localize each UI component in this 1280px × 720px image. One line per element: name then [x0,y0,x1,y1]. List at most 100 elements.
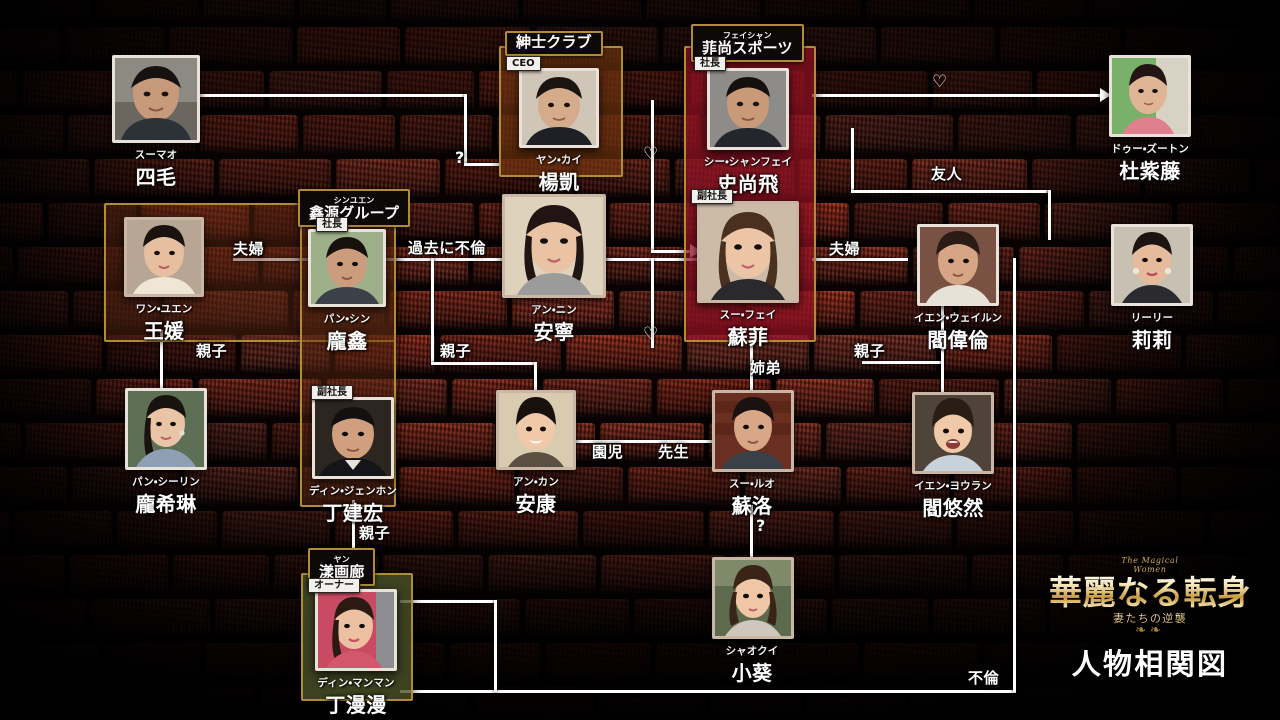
person-card-yanyouran[interactable]: イエン・ヨウラン 閻悠然 [903,392,1003,521]
person-kana: スー・フェイ [719,309,777,321]
relation-label-friend: 友人 [931,165,963,183]
relation-label-wang-pang: 夫婦 [233,240,265,258]
portrait-frame [912,392,994,474]
portrait-suluo [715,393,791,469]
portrait-dingjianhong [315,400,391,476]
person-name: 四毛 [135,165,177,189]
relation-label-suluo-xiaokui: ? [756,516,766,535]
person-card-simao[interactable]: スーマオ 四毛 [112,55,200,190]
person-name: 楊凱 [538,170,580,194]
person-name: 龐鑫 [326,329,368,353]
relation-label-yan-child: 親子 [854,342,886,360]
person-kana: スー・ルオ [728,478,776,490]
person-card-pangxin[interactable]: パン・シン 龐鑫 [305,229,389,354]
group-tag-xinyuan: シンユエン 鑫源グループ [298,189,411,227]
person-name: 杜紫藤 [1119,159,1181,183]
person-name: 小葵 [731,661,773,685]
person-kana: ワン・ユエン [135,303,193,315]
relation-label-pupil: 園児 [592,443,624,461]
portrait-yanyouran [915,395,991,471]
person-card-xiaokui[interactable]: シャオクイ 小葵 [712,557,794,686]
relation-label-sibling: 姉弟 [750,359,782,377]
person-kana: パン・シーリン [132,476,200,488]
relation-label-affair-bottom: 不倫 [968,669,1000,687]
group-tag-kana: フェイシャン [722,31,772,40]
person-name: 龐希琳 [135,492,197,516]
portrait-sufei [700,204,796,300]
portrait-ankang [499,393,573,467]
portrait-frame [697,201,799,303]
relation-label-ding-child: 親子 [359,524,391,542]
portrait-frame [917,224,999,306]
portrait-frame [519,68,599,148]
group-tag-gentlemen-club: 紳士クラブ [505,31,603,56]
portrait-frame [112,55,200,143]
person-card-yangkai[interactable]: ヤン・カイ 楊凱 [511,68,607,195]
relation-label-yangkai-shi: ♡ [643,144,659,164]
portrait-frame [312,397,394,479]
portrait-frame [712,390,794,472]
logo-flourish: ❧❧ [1135,623,1165,638]
portrait-xiaokui [715,560,791,636]
group-tag-name: 菲尚スポーツ [702,39,793,57]
person-name: 安康 [515,492,557,516]
portrait-frame [1109,55,1191,137]
group-tag-kana: ヤン [333,555,350,564]
person-card-pangxilin[interactable]: パン・シーリン 龐希琳 [118,388,214,517]
person-card-lili[interactable]: リーリー 莉莉 [1104,224,1200,353]
person-card-wangyuan[interactable]: ワン・ユエン 王媛 [118,217,210,344]
logo-eng-line2: Women [1133,565,1167,574]
person-kana: シー・シャンフェイ [703,156,793,168]
person-name: 安寧 [533,320,575,344]
logo-main-title: 華麗なる転身 [1044,574,1256,612]
logo-eng-line1: The Magical [1121,556,1179,565]
person-card-duzitong[interactable]: ドゥー・ズートン 杜紫藤 [1102,55,1198,184]
portrait-frame [1111,224,1193,306]
role-chip-dingjianhong: 副社長 [311,385,353,400]
person-kana: ドゥー・ズートン [1111,143,1189,155]
portrait-dingmanman [318,592,394,668]
portrait-frame [125,388,207,470]
portrait-frame [496,390,576,470]
person-kana: パン・シン [323,313,371,325]
person-kana: ディン・マンマン [317,677,395,689]
person-card-yanweilun[interactable]: イエン・ウェイルン 閻偉倫 [902,224,1014,353]
person-name: 閻悠然 [922,496,984,520]
person-name: 閻偉倫 [927,328,989,352]
person-card-ankang[interactable]: アン・カン 安康 [496,390,576,517]
portrait-duzitong [1112,58,1188,134]
portrait-pangxin [311,232,383,304]
portrait-yangkai [522,71,596,145]
person-kana: スーマオ [134,149,178,161]
portrait-wangyuan [127,220,201,294]
relation-label-wang-child: 親子 [196,342,228,360]
person-card-sufei[interactable]: スー・フェイ 蘇菲 [695,201,801,350]
portrait-frame [707,68,789,150]
person-card-shishangfei[interactable]: シー・シャンフェイ 史尚飛 [690,68,806,197]
person-name: 莉莉 [1131,328,1173,352]
relation-label-shi-duzitong: ♡ [932,72,948,92]
person-card-dingmanman[interactable]: ディン・マンマン 丁漫漫 [306,589,406,718]
logo-subtitle: 妻たちの逆襲 [1044,612,1256,626]
group-tag-name: 漾画廊 [319,563,365,581]
relation-label-simao-yangkai: ? [455,148,465,167]
person-kana: アン・ニン [531,304,577,316]
person-card-anning[interactable]: アン・ニン 安寧 [500,194,608,345]
person-name: 丁建宏 [322,501,384,525]
group-tag-name: 紳士クラブ [516,33,592,51]
person-name: 蘇菲 [727,325,769,349]
person-name: 蘇洛 [731,494,773,518]
portrait-lili [1114,227,1190,303]
role-chip-yangkai: CEO [506,56,541,71]
relation-label-past-affair: 過去に不倫 [408,239,487,257]
show-logo: The Magical Women 華麗なる転身 妻たちの逆襲 ❧❧ 人物相関図 [1044,556,1256,681]
person-kana: リーリー [1130,312,1174,324]
portrait-yanweilun [920,227,996,303]
person-card-suluo[interactable]: スー・ルオ 蘇洛 [712,390,794,519]
person-card-dingjianhong[interactable]: ディン・ジェンホン 丁建宏 [298,397,408,526]
portrait-simao [115,58,197,140]
portrait-frame [308,229,386,307]
relation-label-teacher: 先生 [658,443,690,461]
person-kana: イエン・ヨウラン [914,480,992,492]
